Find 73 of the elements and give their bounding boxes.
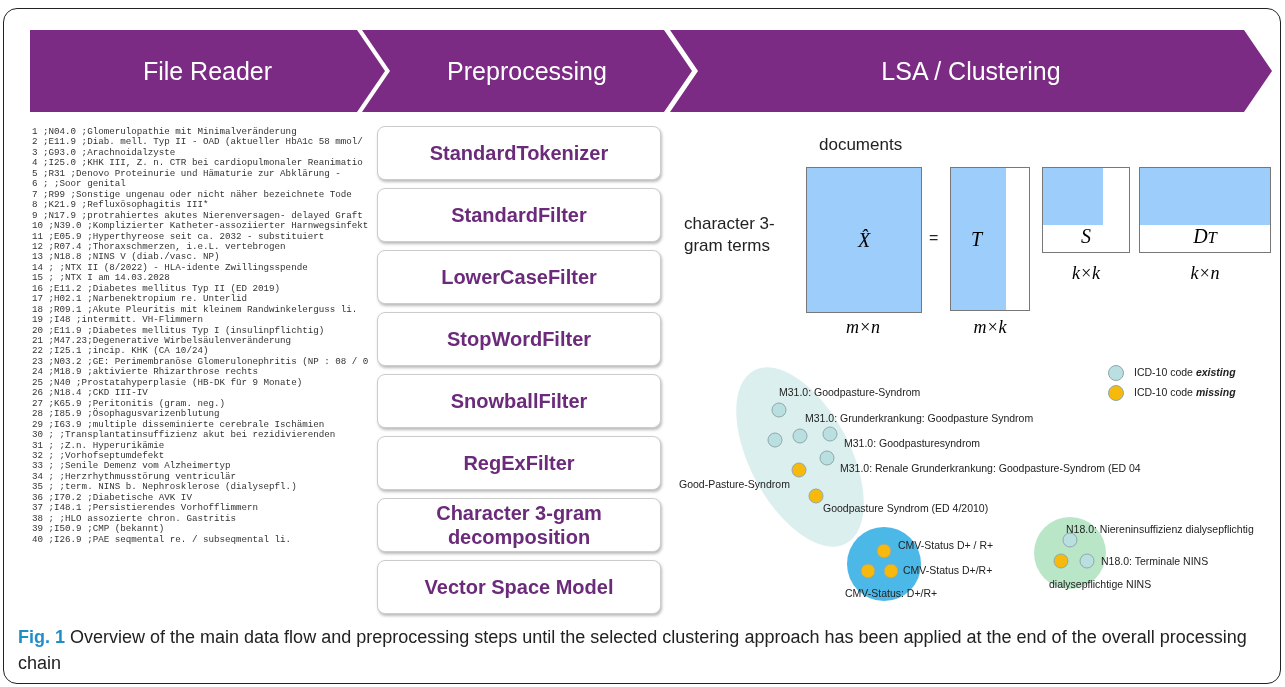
code-line: 37 ;I48.1 ;Persistierendes Vorhofflimmern xyxy=(32,502,259,514)
code-line: 28 ;I85.9 ;Ösophagusvarizenblutung xyxy=(32,408,220,420)
process-box: SnowballFilter xyxy=(377,374,661,428)
dimension-label: k×n xyxy=(1189,263,1221,284)
code-line: 2 ;E11.9 ;Diab. mell. Typ II - OAD (aktueller HbA1c 58 mmol/ xyxy=(32,136,363,148)
process-box: StopWordFilter xyxy=(377,312,661,366)
axis-label: documents xyxy=(819,135,903,155)
point-label: M31.0: Renale Grunderkrankung: Goodpasture-Syndrom (ED 04 xyxy=(840,462,1141,474)
point-label: Good-Pasture-Syndrom xyxy=(679,478,790,490)
figure-caption: Fig. 1 Overview of the main data flow and preprocessing steps until the selected clustering approach has been applied at the end of the overall processing chain xyxy=(18,626,1248,675)
code-line: 31 ; ;Z.n. Hyperurikämie xyxy=(32,439,165,451)
matrix-block: T xyxy=(950,167,1030,311)
code-line: 36 ;I70.2 ;Diabetische AVK IV xyxy=(32,491,192,503)
code-line: 18 ;R09.1 ;Akute Pleuritis mit kleinem Randwinkelerguss li. xyxy=(32,303,358,315)
code-line: 38 ; ;HLO assozierte chron. Gastritis xyxy=(32,512,236,524)
code-line: 25 ;N40 ;Prostatahyperplasie (HB-DK für 9 Monate) xyxy=(32,376,303,388)
process-box: RegExFilter xyxy=(377,436,661,490)
process-box: Character 3-gram decomposition xyxy=(377,498,661,552)
chevron-banner: File Reader xyxy=(30,30,385,112)
point-label: M31.0: Goodpasturesyndrom xyxy=(844,437,980,449)
dimension-label: k×k xyxy=(1070,263,1102,284)
code-line: 17 ;H02.1 ;Narbenektropium re. Unterlid xyxy=(32,293,248,305)
code-line: 16 ;E11.2 ;Diabetes mellitus Typ II (ED 2019) xyxy=(32,282,281,294)
code-line: 33 ; ;Senile Demenz vom Alzheimertyp xyxy=(32,460,231,472)
code-line: 12 ;R07.4 ;Thoraxschmerzen, i.e.L. vertebrogen xyxy=(32,240,286,252)
code-line: 29 ;I63.9 ;multiple disseminierte cerebrale Ischämien xyxy=(32,418,325,430)
code-line: 7 ;R99 ;Sonstige ungenau oder nicht näher bezeichnete Tode xyxy=(32,188,352,200)
equals-sign: = xyxy=(929,229,939,247)
process-box: Vector Space Model xyxy=(377,560,661,614)
legend-label: ICD-10 code missing xyxy=(1134,386,1236,398)
matrix-block: S xyxy=(1042,167,1130,253)
code-line: 4 ;I25.0 ;KHK III, Z. n. CTR bei cardiopulmonaler Reanimatio xyxy=(32,157,363,169)
code-line: 39 ;I50.9 ;CMP (bekannt) xyxy=(32,523,165,535)
point-label: M31.0: Grunderkrankung: Goodpasture Syndrom xyxy=(805,412,1034,424)
code-line: 11 ;E05.9 ;Hyperthyreose seit ca. 2032 - substituiert xyxy=(32,230,325,242)
code-line: 30 ; ;Transplantatinsuffizienz akut bei rezidivierenden xyxy=(32,429,336,441)
chevron-banner: Preprocessing xyxy=(362,30,692,112)
code-line: 6 ; ;Soor genital xyxy=(32,178,126,190)
process-box: StandardTokenizer xyxy=(377,126,661,180)
point-label: M31.0: Goodpasture-Syndrom xyxy=(779,386,921,398)
point-label: Goodpasture Syndrom (ED 4/2010) xyxy=(823,502,989,514)
code-line: 22 ;I25.1 ;incip. KHK (CA 10/24) xyxy=(32,345,209,357)
code-line: 15 ; ;NTX I am 14.03.2028 xyxy=(32,272,170,284)
code-line: 19 ;I48 ;intermitt. VH-Flimmern xyxy=(32,314,203,326)
point-label: dialysepflichtige NINS xyxy=(1049,578,1152,590)
axis-label: character 3-gram terms xyxy=(684,213,776,257)
matrix-block: X̂ xyxy=(806,167,922,313)
code-line: 32 ; ;Vorhofseptumdefekt xyxy=(32,449,165,461)
code-line: 40 ;I26.9 ;PAE seqmental re. / subseqmental li. xyxy=(32,533,292,545)
code-line: 20 ;E11.9 ;Diabetes mellitus Typ I (insulinpflichtig) xyxy=(32,324,325,336)
code-line: 10 ;N39.0 ;Komplizierter Katheter-assoziierter Harnwegsinfekt xyxy=(32,220,369,232)
legend-label: ICD-10 code existing xyxy=(1134,366,1236,378)
process-box: LowerCaseFilter xyxy=(377,250,661,304)
code-line: 24 ;M18.9 ;aktivierte Rhizarthrose rechts xyxy=(32,366,259,378)
process-box: StandardFilter xyxy=(377,188,661,242)
point-label: N18.0: Niereninsuffizienz dialysepflichtig xyxy=(1066,523,1254,535)
code-line: 34 ; ;Herzrhythmusstörung ventriculär xyxy=(32,470,236,482)
code-line: 1 ;N04.0 ;Glomerulopathie mit Minimalveränderung xyxy=(32,126,297,137)
code-line: 9 ;N17.9 ;protrahiertes akutes Nierenversagen- delayed Graft xyxy=(32,209,363,221)
dimension-label: m×k xyxy=(972,317,1008,338)
code-line: 35 ; ;term. NINS b. Nephrosklerose (dialysepfl.) xyxy=(32,481,297,493)
code-line: 14 ; ;NTX II (8/2022) - HLA-idente Zwillingsspende xyxy=(32,261,308,273)
code-line: 26 ;N18.4 ;CKD III-IV xyxy=(32,387,148,399)
code-line: 21 ;M47.23;Degenerative Wirbelsäulenveränderung xyxy=(32,335,292,346)
code-line: 23 ;N03.2 ;GE: Perimembranöse Glomerulonephritis (NP : 08 / 0 xyxy=(32,355,369,367)
point-label: N18.0: Terminale NINS xyxy=(1101,555,1209,567)
code-line: 27 ;K65.9 ;Peritonitis (gram. neg.) xyxy=(32,397,225,409)
code-line: 13 ;N18.8 ;NINS V (diab./vasc. NP) xyxy=(32,251,220,263)
dimension-label: m×n xyxy=(844,317,882,338)
code-line: 5 ;R31 ;Denovo Proteinurie und Hämaturie zur Abklärung - xyxy=(32,167,341,179)
code-line: 3 ;G93.0 ;Arachnoidalzyste xyxy=(32,146,176,158)
code-line: 8 ;K21.9 ;Refluxösophagitis III* xyxy=(32,199,209,211)
chevron-banner: LSA / Clustering xyxy=(670,30,1272,112)
